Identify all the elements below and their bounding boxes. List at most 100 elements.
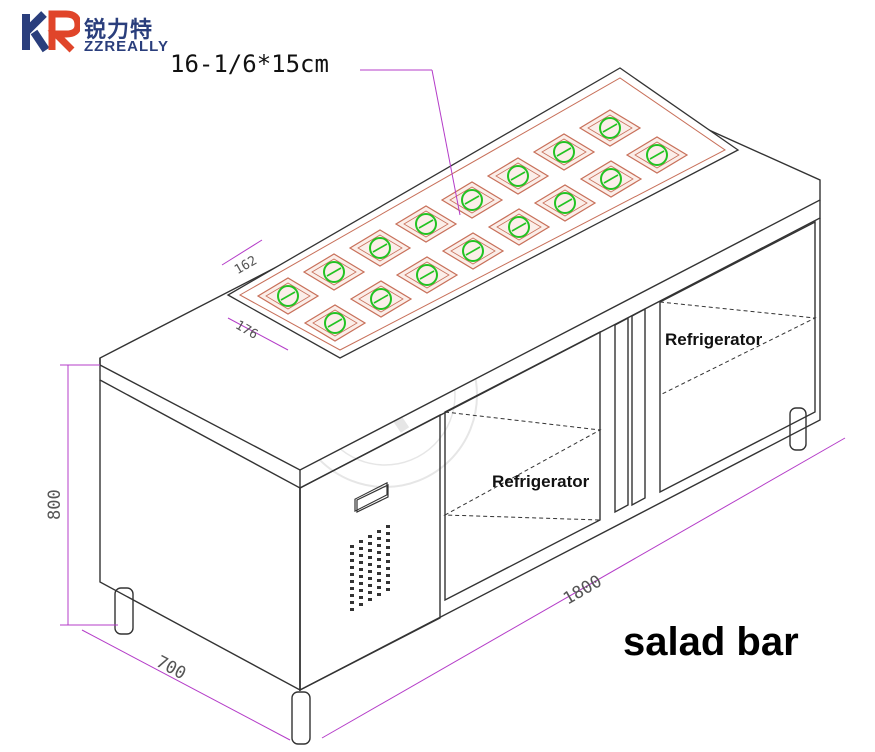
pan [256, 277, 320, 315]
pan-lid-handle [327, 318, 343, 328]
dimension-lines [60, 69, 846, 741]
pan-lid-handle [419, 270, 435, 280]
vent-slot [377, 537, 381, 540]
vent-slot [386, 560, 390, 563]
pan [441, 232, 505, 270]
pan-lid-handle [603, 174, 619, 184]
vent-slot [368, 577, 372, 580]
vent-slot [350, 601, 354, 604]
pan-lid-handle [649, 150, 665, 160]
pan-lid-handle [602, 123, 618, 133]
vent-slot [359, 582, 363, 585]
logo-mark-icon [22, 10, 80, 53]
pan-inner-rim [450, 237, 496, 265]
vent-slot [377, 565, 381, 568]
control-panel [354, 481, 388, 513]
pan-lid-handle [465, 246, 481, 256]
pan-inner-rim [495, 162, 541, 190]
vent-slot [386, 588, 390, 591]
pan-inner-rim [634, 141, 680, 169]
vent-slot [350, 580, 354, 583]
pan-inner-rim [357, 234, 403, 262]
pan-lid-ring [462, 240, 484, 262]
pan-lid-ring [323, 261, 345, 283]
vent-slot [350, 608, 354, 611]
pan [532, 133, 596, 171]
vent-slot [386, 581, 390, 584]
pan-lid-ring [370, 288, 392, 310]
vent-slot [386, 532, 390, 535]
pan-lid-ring [415, 213, 437, 235]
drawing-title: salad bar [623, 620, 799, 664]
vent-slot [368, 542, 372, 545]
vent-slot [386, 567, 390, 570]
vent-slot [377, 551, 381, 554]
pan-inner-rim [311, 258, 357, 286]
pan-lid-handle [418, 219, 434, 229]
pan-spec-label: 16-1/6*15cm [170, 50, 329, 78]
pan [394, 205, 458, 243]
pan-lid-ring [461, 189, 483, 211]
vent-slot [386, 574, 390, 577]
vent-slot [350, 573, 354, 576]
vent-slot [377, 558, 381, 561]
vent-slot [350, 587, 354, 590]
pan [349, 280, 413, 318]
vent-slot [359, 540, 363, 543]
brand-logo: 锐力特 ZZREALLY [22, 10, 172, 58]
pan [486, 157, 550, 195]
vent-slot [359, 568, 363, 571]
pan [302, 253, 366, 291]
vent-slot [359, 547, 363, 550]
pan [487, 208, 551, 246]
refrigerator-label-left: Refrigerator [492, 472, 590, 491]
pan-lid-handle [373, 294, 389, 304]
vent-slot [350, 559, 354, 562]
pan-lid-handle [464, 195, 480, 205]
pan-inner-rim [496, 213, 542, 241]
vent-slot [368, 570, 372, 573]
pan-lid-handle [326, 267, 342, 277]
pan-lid-ring [277, 285, 299, 307]
vent-slot [368, 563, 372, 566]
pan-inner-rim [404, 261, 450, 289]
vent-slot [359, 554, 363, 557]
refrigerator-label-right: Refrigerator [665, 330, 763, 349]
vent-slot [368, 598, 372, 601]
pan [303, 304, 367, 342]
brand-name-en: ZZREALLY [84, 38, 169, 55]
pan-inner-rim [312, 309, 358, 337]
pan-lid-ring [324, 312, 346, 334]
vent-slot [377, 530, 381, 533]
pan-lid-ring [507, 165, 529, 187]
ventilation-grille [350, 484, 390, 611]
vent-slot [368, 584, 372, 587]
pan [625, 136, 689, 174]
vent-slot [359, 561, 363, 564]
vent-slot [368, 591, 372, 594]
thermostat-box [356, 484, 389, 513]
vent-slot [368, 549, 372, 552]
vent-slot [359, 603, 363, 606]
pan-lid-ring [369, 237, 391, 259]
gastronorm-pans [256, 109, 689, 342]
pan [533, 184, 597, 222]
pan-lid-ring [554, 192, 576, 214]
pan-lid-handle [280, 291, 296, 301]
pan-lid-ring [553, 141, 575, 163]
pan-lid-handle [511, 222, 527, 232]
pan-lid-ring [599, 117, 621, 139]
pan-lid-ring [508, 216, 530, 238]
pan [440, 181, 504, 219]
pan [395, 256, 459, 294]
vent-slot [386, 553, 390, 556]
vent-slot [377, 572, 381, 575]
pan-inner-rim [588, 165, 634, 193]
pan-lid-ring [416, 264, 438, 286]
pan-lid-ring [600, 168, 622, 190]
pan-inner-rim [449, 186, 495, 214]
pan [579, 160, 643, 198]
vent-slot [377, 544, 381, 547]
pan-lid-handle [372, 243, 388, 253]
vent-slot [350, 594, 354, 597]
